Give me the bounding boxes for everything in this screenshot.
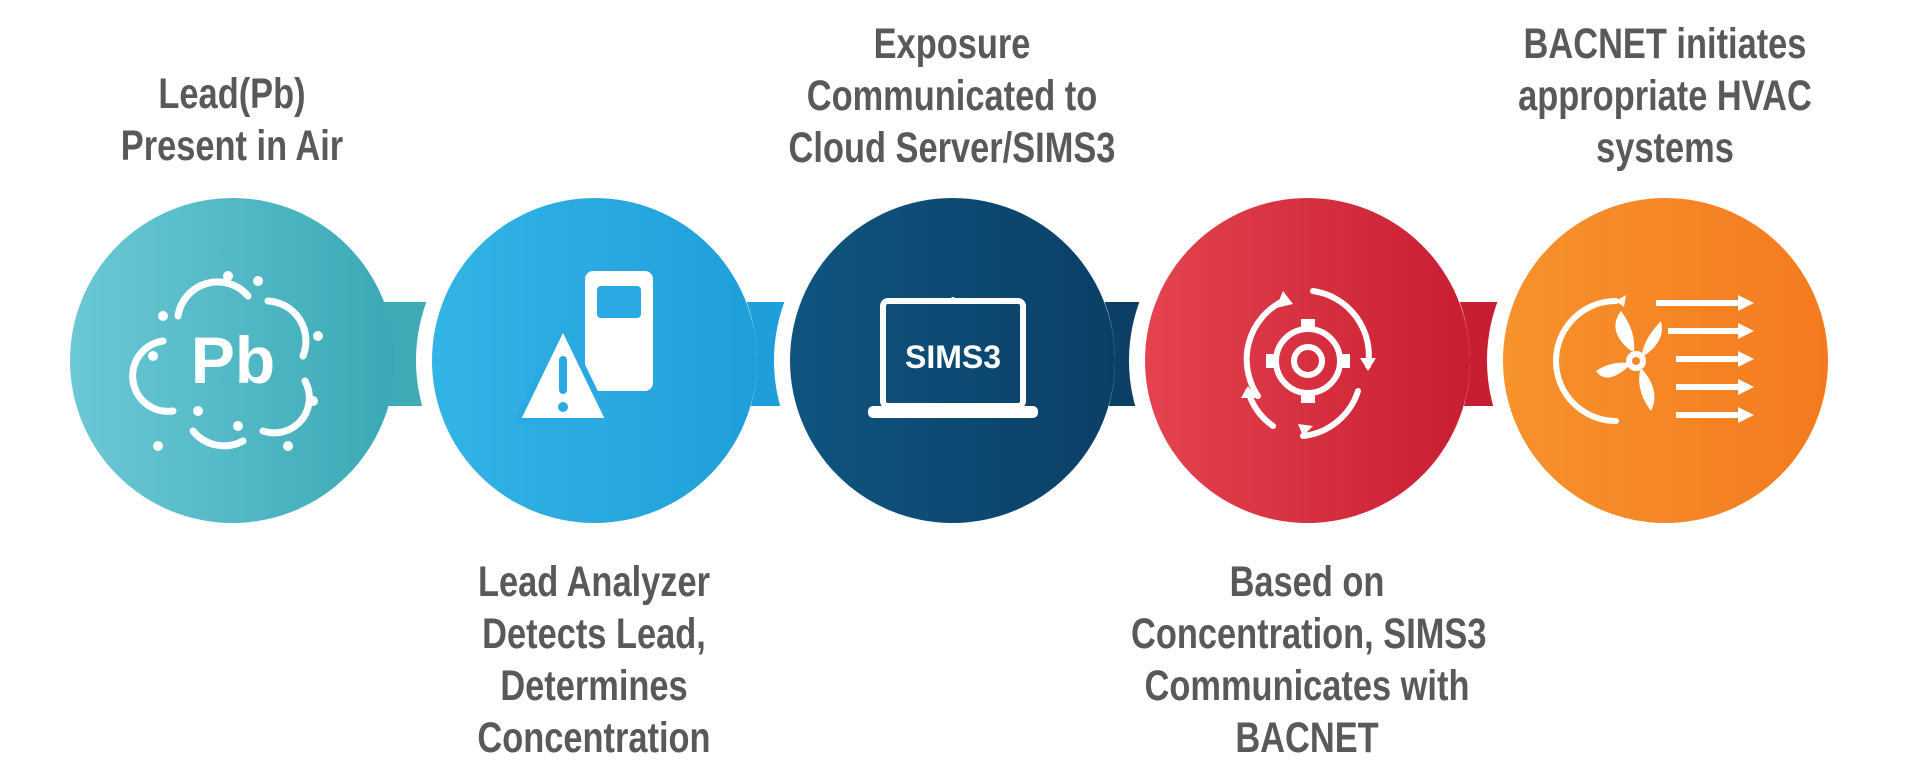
svg-text:Pb: Pb xyxy=(190,323,274,397)
label-line: systems xyxy=(1596,124,1734,172)
step-4-circle xyxy=(1145,198,1470,523)
step-3-label: Exposure Communicated to Cloud Server/SI… xyxy=(776,18,1128,174)
label-line: Cloud Server/SIMS3 xyxy=(788,124,1116,172)
gear-cycle-icon xyxy=(1240,287,1376,439)
step-4-label: Based on Concentration, SIMS3 Communicat… xyxy=(1131,556,1487,764)
label-line: Exposure xyxy=(873,20,1031,68)
fan-airflow-icon xyxy=(1552,294,1754,424)
step-1-circle: Pb xyxy=(70,198,395,523)
label-line: Communicates with xyxy=(1144,662,1470,710)
step-2-label: Lead Analyzer Detects Lead, Determines C… xyxy=(418,556,770,764)
label-line: Lead Analyzer xyxy=(478,558,710,606)
svg-text:SIMS3: SIMS3 xyxy=(904,339,1000,375)
analyzer-warning-icon xyxy=(513,270,653,424)
step-5-label: BACNET initiates appropriate HVAC system… xyxy=(1489,18,1841,174)
label-line: Determines xyxy=(500,662,688,710)
label-line: Concentration xyxy=(477,714,711,762)
label-line: BACNET initiates xyxy=(1523,20,1807,68)
step-5-circle xyxy=(1503,198,1828,523)
label-line: Communicated to xyxy=(806,72,1098,120)
step-2-circle xyxy=(432,198,757,523)
label-line: Present in Air xyxy=(120,122,344,170)
laptop-icon: SIMS3 xyxy=(867,296,1038,418)
label-line: Concentration, SIMS3 xyxy=(1131,610,1487,658)
label-line: Based on xyxy=(1229,558,1385,606)
step-3-circle: SIMS3 xyxy=(790,198,1115,523)
label-line: BACNET xyxy=(1235,714,1379,762)
label-line: Lead(Pb) xyxy=(158,70,306,118)
step-1-label: Lead(Pb) Present in Air xyxy=(56,68,408,172)
lead-cloud-icon: Pb xyxy=(128,270,323,451)
label-line: Detects Lead, xyxy=(482,610,706,658)
label-line: appropriate HVAC xyxy=(1518,72,1812,120)
